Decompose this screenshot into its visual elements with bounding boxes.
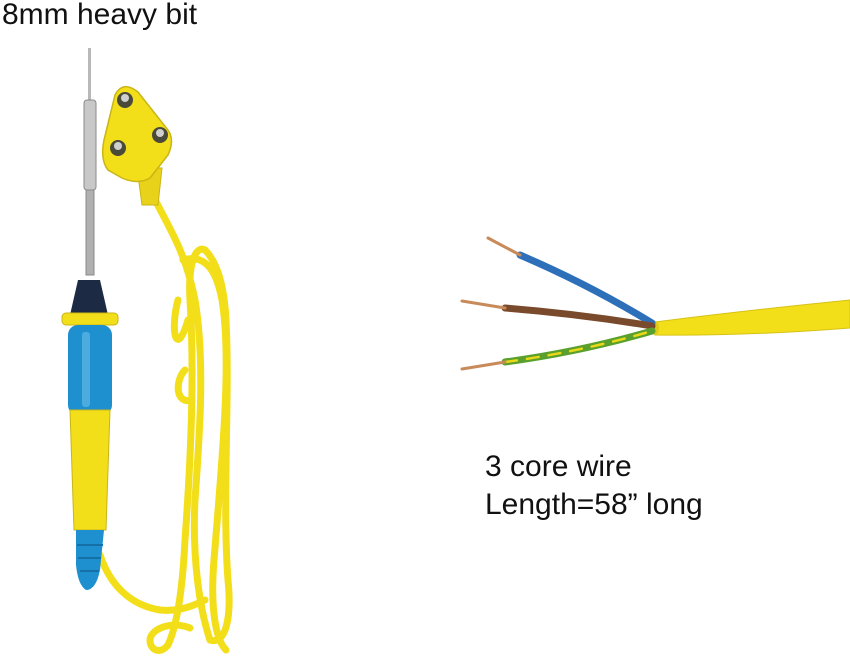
- iron-cable-sleeve: [76, 530, 104, 590]
- wire-core-blue: [516, 251, 656, 327]
- bit-label: 8mm heavy bit: [2, 0, 198, 31]
- wire-caption: 3 core wire Length=58” long: [485, 448, 703, 524]
- wire-outer-sheath: [654, 299, 850, 336]
- iron-handle-yellow: [69, 409, 111, 531]
- iron-heat-guard: [70, 280, 108, 315]
- soldering-iron: [61, 48, 119, 590]
- wire-core-brown: [501, 304, 656, 330]
- wire-core-label: 3 core wire: [485, 450, 632, 483]
- three-core-wire: [460, 236, 850, 371]
- iron-barrel: [83, 99, 97, 191]
- wire-core-green: [501, 327, 656, 366]
- three-pin-plug: [101, 86, 173, 183]
- iron-bit-tip: [88, 48, 91, 108]
- iron-power-cable: [96, 186, 233, 654]
- wire-length-label: Length=58” long: [485, 488, 703, 521]
